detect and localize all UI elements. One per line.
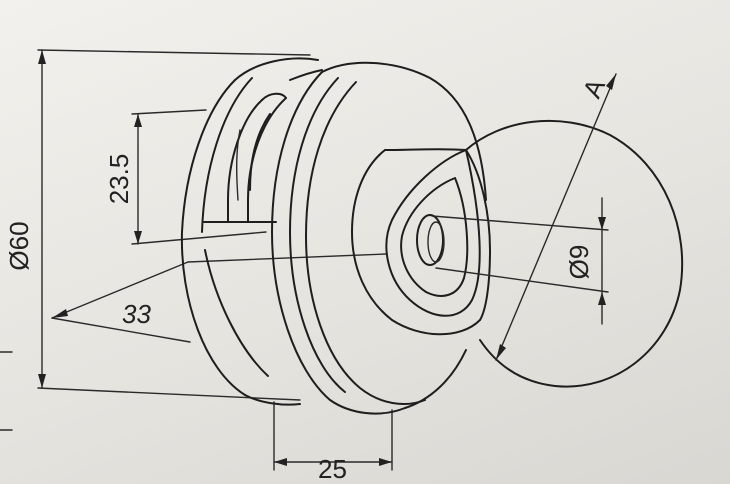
front-flange — [271, 61, 487, 415]
dim-label-angle-ref: 33 — [122, 299, 151, 329]
dim-label-slot-height: 23.5 — [104, 154, 134, 205]
dimension-bore-diameter — [431, 197, 609, 325]
dim-label-overall-diameter: Ø60 — [4, 221, 34, 270]
dim-label-depth: 25 — [318, 454, 347, 484]
rear-flange — [180, 57, 319, 406]
detail-view-circle — [465, 73, 684, 388]
dimension-depth — [273, 401, 393, 471]
dim-label-bore-diameter: Ø9 — [564, 245, 594, 280]
dimension-overall-diameter — [37, 49, 311, 401]
dimension-slot-height — [131, 109, 267, 245]
mounting-slot — [227, 92, 287, 223]
bore-boss — [351, 148, 491, 336]
dimension-angle-leader — [51, 253, 387, 343]
neck — [203, 69, 323, 377]
